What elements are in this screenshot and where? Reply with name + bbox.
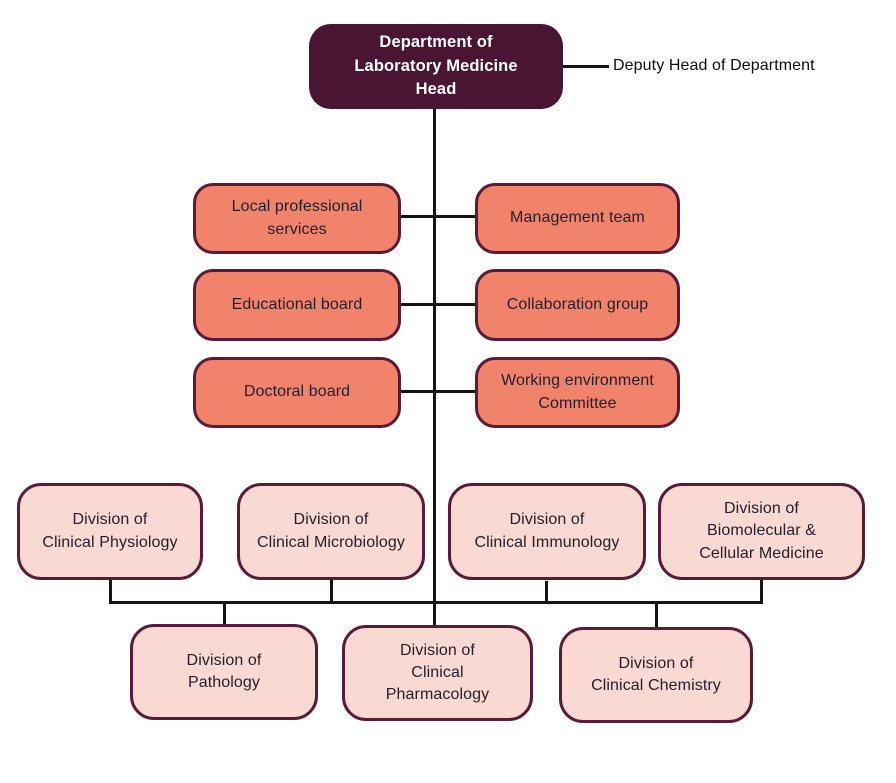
label-deputy-head: Deputy Head of Department bbox=[613, 57, 815, 74]
connector-stub-physiology bbox=[109, 579, 112, 604]
connector-stub-pathology bbox=[223, 601, 226, 626]
node-division-clinical-pharmacology: Division of Clinical Pharmacology bbox=[342, 625, 533, 721]
connector-committee-row-3 bbox=[400, 390, 477, 393]
connector-stub-biomolecular bbox=[760, 579, 763, 604]
node-division-clinical-physiology: Division of Clinical Physiology bbox=[17, 483, 203, 580]
node-doctoral-board: Doctoral board bbox=[193, 357, 401, 428]
node-department-head: Department of Laboratory Medicine Head bbox=[309, 24, 563, 109]
connector-stub-microbiology bbox=[330, 579, 333, 604]
connector-committee-row-2 bbox=[400, 303, 477, 306]
connector-stub-immunology bbox=[545, 581, 548, 604]
node-working-environment-committee: Working environment Committee bbox=[475, 357, 680, 428]
node-local-professional-services: Local professional services bbox=[193, 183, 401, 254]
node-collaboration-group: Collaboration group bbox=[475, 269, 680, 341]
node-division-clinical-microbiology: Division of Clinical Microbiology bbox=[237, 483, 425, 580]
node-division-clinical-immunology: Division of Clinical Immunology bbox=[448, 483, 646, 580]
node-division-clinical-chemistry: Division of Clinical Chemistry bbox=[559, 627, 753, 723]
node-management-team: Management team bbox=[475, 183, 680, 254]
node-division-biomolecular-cellular-medicine: Division of Biomolecular & Cellular Medi… bbox=[658, 483, 865, 580]
connector-deputy bbox=[562, 65, 609, 68]
node-educational-board: Educational board bbox=[193, 269, 401, 341]
connector-main-vertical bbox=[433, 105, 436, 627]
connector-division-bus bbox=[109, 601, 763, 604]
connector-committee-row-1 bbox=[400, 215, 477, 218]
node-division-pathology: Division of Pathology bbox=[130, 624, 318, 720]
connector-stub-chemistry bbox=[655, 601, 658, 630]
